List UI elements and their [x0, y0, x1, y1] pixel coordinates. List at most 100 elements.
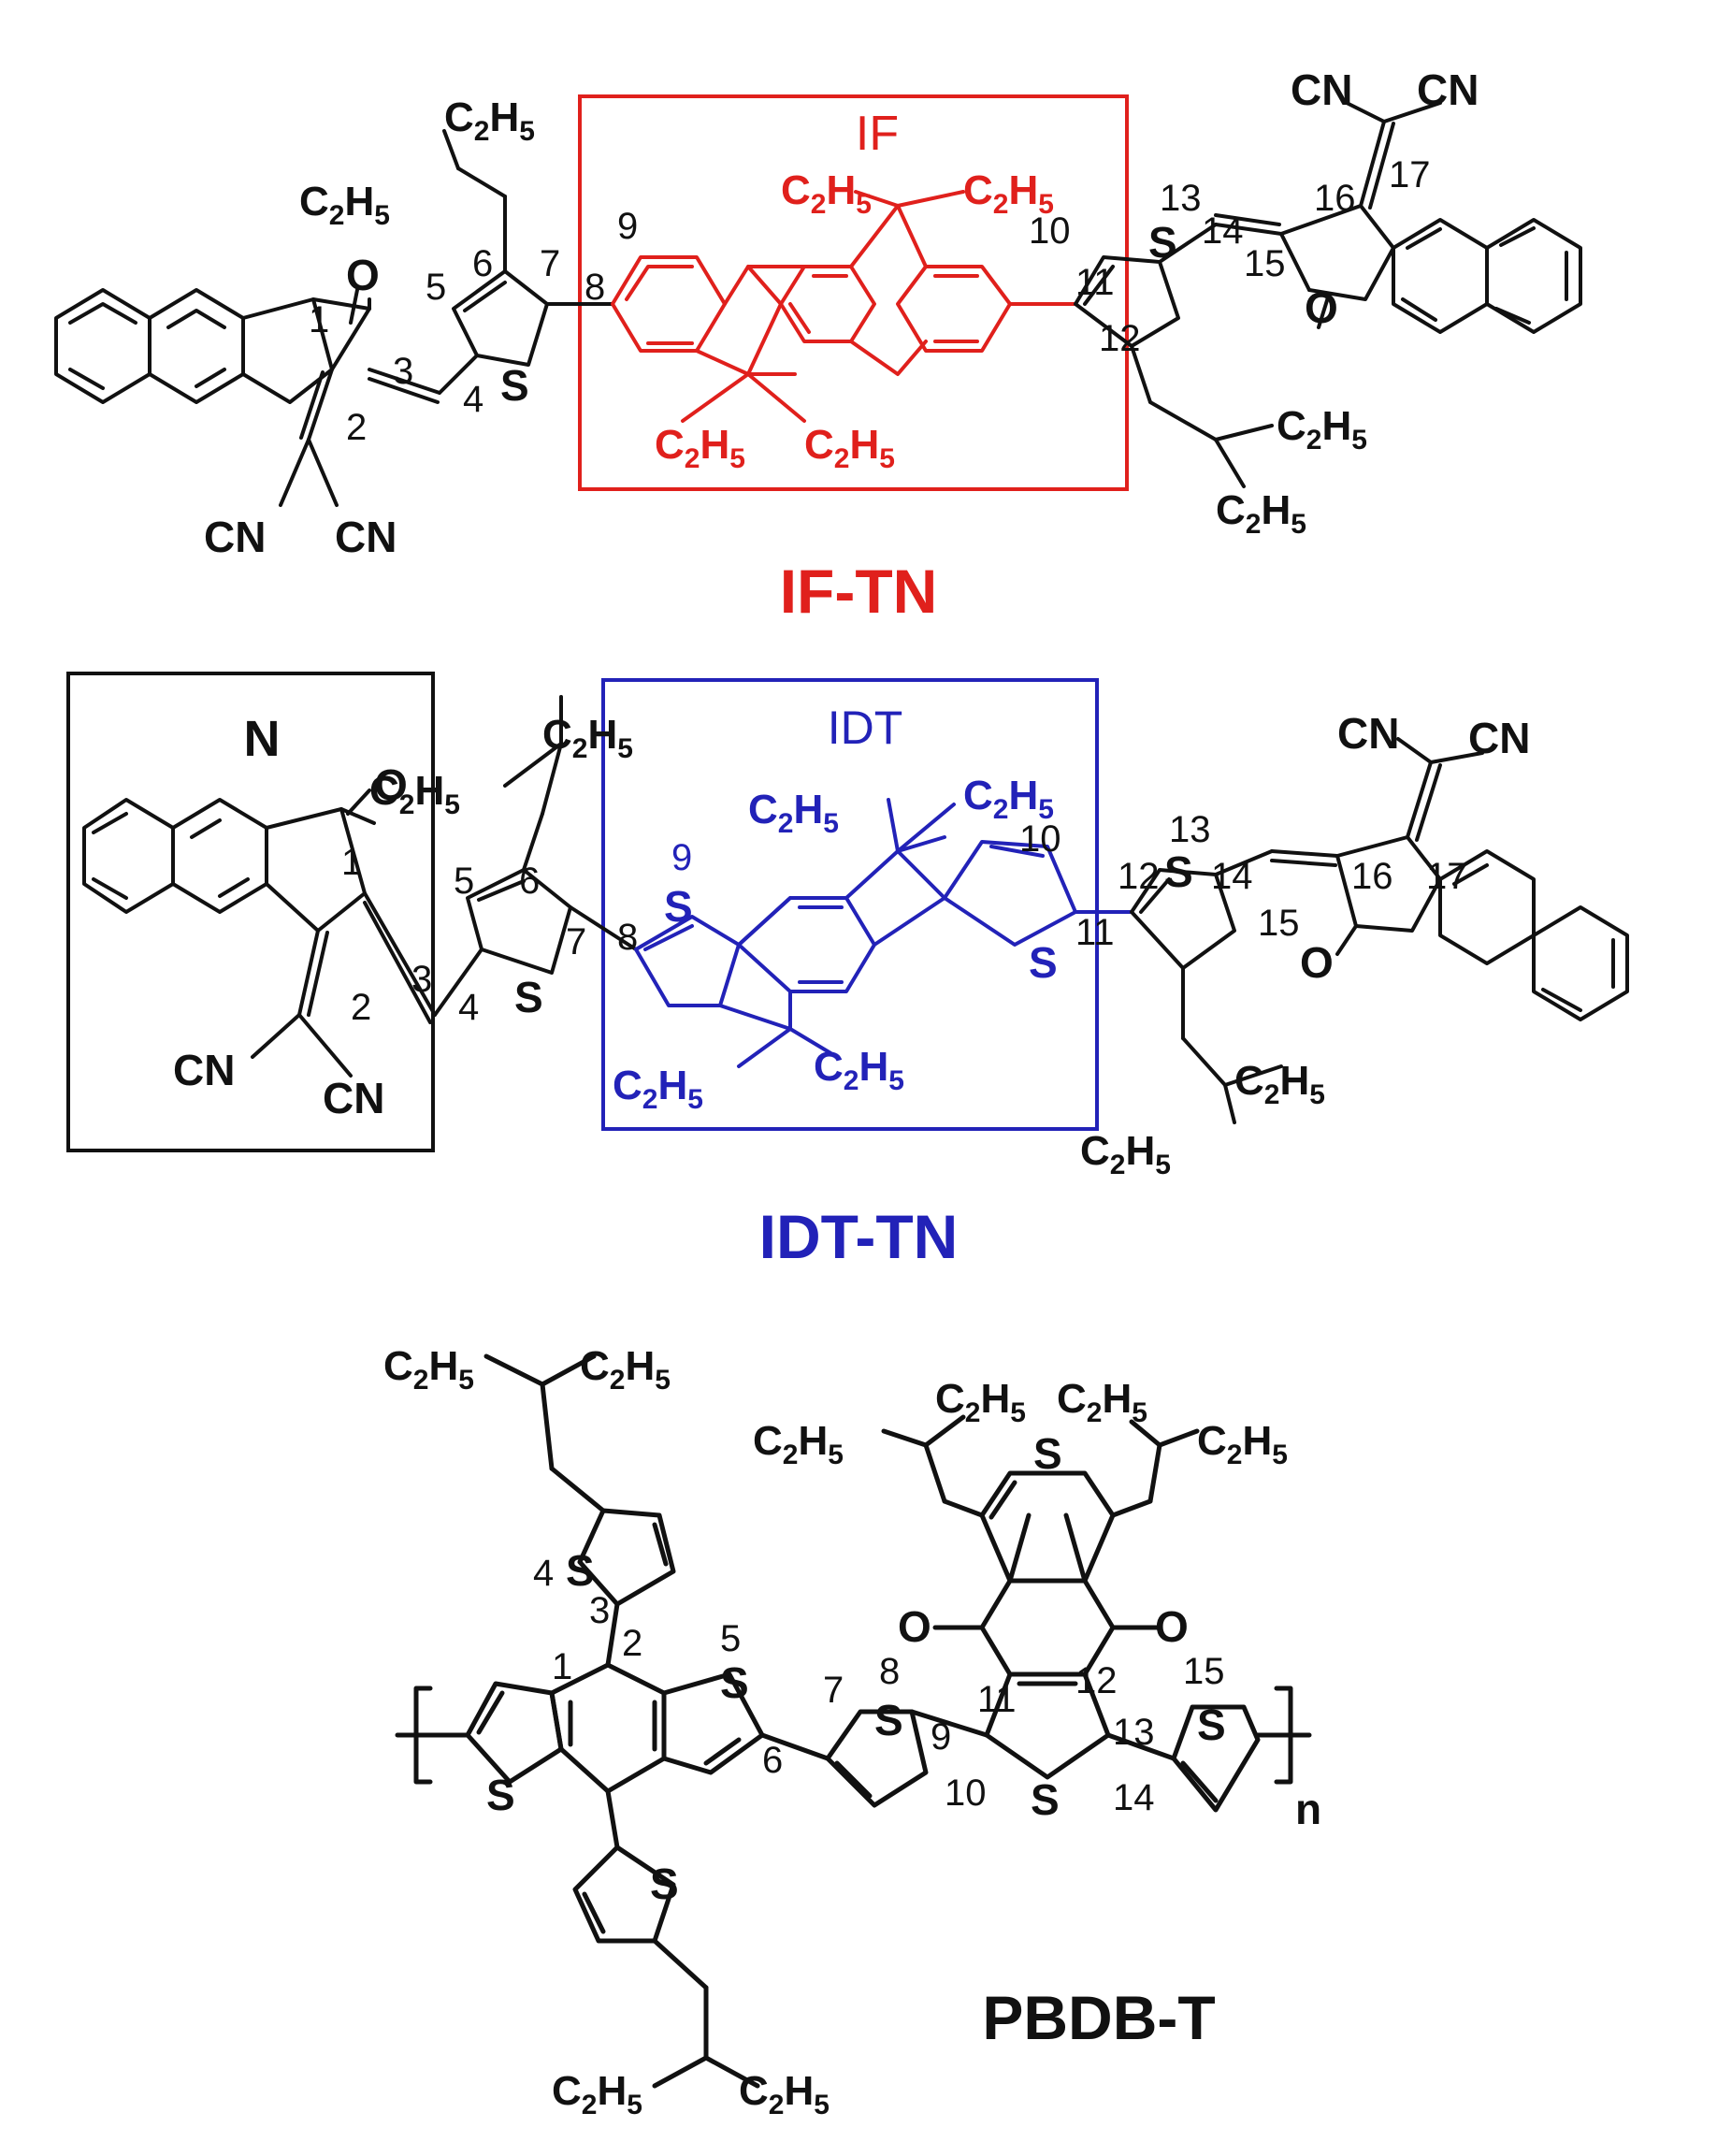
idt-s-left: S — [514, 973, 543, 1021]
if-tn-title: IF-TN — [780, 557, 938, 626]
if-chain-et-2: C2H5 — [299, 179, 390, 231]
pbdb-et-3: C2H5 — [753, 1418, 844, 1470]
if-pos-4: 4 — [463, 379, 483, 420]
idt-pos-13: 13 — [1169, 809, 1211, 850]
if-cn-2: CN — [335, 513, 397, 561]
idt-pos-6: 6 — [519, 861, 540, 902]
idt-pos-8: 8 — [617, 917, 638, 958]
if-pos-1: 1 — [309, 299, 329, 340]
idt-s-core-1: S — [664, 882, 693, 931]
pbdb-et-4: C2H5 — [935, 1376, 1026, 1428]
idt-s-right: S — [1164, 847, 1193, 896]
pbdb-s-3: S — [566, 1546, 595, 1595]
if-o-left: O — [346, 251, 380, 299]
if-core-label: IF — [856, 107, 899, 161]
idt-pos-7: 7 — [566, 921, 586, 962]
pbdb-pos-2: 2 — [622, 1623, 642, 1664]
if-core-et-2: C2H5 — [963, 167, 1054, 220]
pbdb-pos-10: 10 — [945, 1773, 987, 1814]
if-cn-4: CN — [1417, 65, 1479, 114]
idt-chain-et-3: C2H5 — [1234, 1058, 1325, 1110]
idt-o-left: O — [374, 760, 408, 809]
idt-pos-3: 3 — [411, 959, 432, 1000]
idt-core-box — [601, 678, 1099, 1131]
pbdb-s-2: S — [720, 1658, 749, 1707]
idt-o-right: O — [1300, 938, 1334, 987]
if-pos-7: 7 — [540, 243, 560, 284]
idt-pos-9: 9 — [671, 837, 692, 878]
pbdb-pos-3: 3 — [589, 1590, 610, 1631]
if-cn-3: CN — [1291, 65, 1352, 114]
pbdb-repeat-n: n — [1295, 1785, 1321, 1833]
pbdb-pos-6: 6 — [762, 1740, 783, 1781]
if-pos-17: 17 — [1389, 154, 1431, 195]
pbdb-pos-1: 1 — [552, 1646, 572, 1687]
if-pos-16: 16 — [1314, 178, 1356, 219]
idt-pos-4: 4 — [458, 987, 479, 1028]
if-pos-3: 3 — [393, 351, 413, 392]
pbdb-t-structure: S S S S S S S S O O n C2H5 C2H5 C2H5 C2H… — [383, 1343, 1321, 2120]
pbdb-o-1: O — [898, 1602, 931, 1651]
pbdb-et-5: C2H5 — [1057, 1376, 1147, 1428]
pbdb-s-1: S — [486, 1771, 515, 1819]
if-core-et-4: C2H5 — [804, 422, 895, 474]
idt-pos-2: 2 — [351, 987, 371, 1028]
if-pos-15: 15 — [1244, 243, 1286, 284]
idt-pos-17: 17 — [1426, 856, 1468, 897]
end-group-box — [66, 672, 435, 1152]
idt-pos-10: 10 — [1019, 818, 1061, 860]
if-chain-et-1: C2H5 — [444, 94, 535, 147]
if-pos-13: 13 — [1160, 178, 1202, 219]
idt-tn-title: IDT-TN — [759, 1202, 959, 1271]
pbdb-et-2: C2H5 — [580, 1343, 671, 1396]
pbdb-s-8: S — [1197, 1700, 1226, 1749]
idt-chain-et-4: C2H5 — [1080, 1128, 1171, 1180]
idt-chain-et-2: C2H5 — [369, 768, 460, 820]
idt-s-core-2: S — [1029, 938, 1058, 987]
pbdb-o-2: O — [1155, 1602, 1189, 1651]
if-pos-6: 6 — [472, 243, 493, 284]
pbdb-s-5: S — [874, 1696, 903, 1744]
if-o-right: O — [1305, 283, 1338, 332]
if-s-left: S — [500, 361, 529, 410]
pbdb-pos-14: 14 — [1113, 1777, 1155, 1818]
pbdb-et-8: C2H5 — [739, 2068, 830, 2120]
idt-core-et-2: C2H5 — [963, 773, 1054, 825]
pbdb-pos-9: 9 — [931, 1716, 951, 1758]
pbdb-pos-8: 8 — [879, 1651, 900, 1692]
pbdb-et-7: C2H5 — [552, 2068, 642, 2120]
if-pos-14: 14 — [1202, 210, 1244, 252]
if-pos-8: 8 — [584, 267, 605, 308]
idt-pos-5: 5 — [454, 861, 474, 902]
pbdb-pos-15: 15 — [1183, 1651, 1225, 1692]
idt-cn-3: CN — [1337, 709, 1399, 758]
idt-core-label: IDT — [828, 702, 903, 754]
if-pos-10: 10 — [1029, 210, 1071, 252]
pbdb-t-title: PBDB-T — [982, 1983, 1215, 2052]
if-pos-9: 9 — [617, 206, 638, 247]
idt-tn-structure: N IDT — [66, 672, 1629, 1271]
if-cn-1: CN — [204, 513, 266, 561]
if-pos-11: 11 — [1075, 262, 1115, 303]
idt-pos-1: 1 — [341, 842, 362, 883]
idt-pos-12: 12 — [1118, 856, 1160, 897]
idt-core-et-1: C2H5 — [748, 787, 839, 839]
if-pos-5: 5 — [426, 267, 446, 308]
if-core-box — [578, 94, 1129, 491]
if-pos-2: 2 — [346, 407, 367, 448]
pbdb-pos-12: 12 — [1075, 1660, 1118, 1701]
pbdb-s-7: S — [1033, 1429, 1062, 1478]
pbdb-et-1: C2H5 — [383, 1343, 474, 1396]
if-chain-et-3: C2H5 — [1277, 403, 1367, 456]
pbdb-pos-4: 4 — [533, 1553, 554, 1594]
idt-cn-1: CN — [173, 1046, 235, 1094]
idt-cn-4: CN — [1468, 714, 1530, 762]
if-core-et-3: C2H5 — [655, 422, 745, 474]
pbdb-s-6: S — [1031, 1775, 1060, 1824]
idt-pos-15: 15 — [1258, 903, 1300, 944]
if-chain-et-4: C2H5 — [1216, 487, 1306, 540]
idt-pos-14: 14 — [1211, 856, 1253, 897]
pbdb-s-4: S — [650, 1859, 679, 1908]
pbdb-pos-5: 5 — [720, 1618, 741, 1659]
idt-core-et-3: C2H5 — [613, 1063, 703, 1115]
